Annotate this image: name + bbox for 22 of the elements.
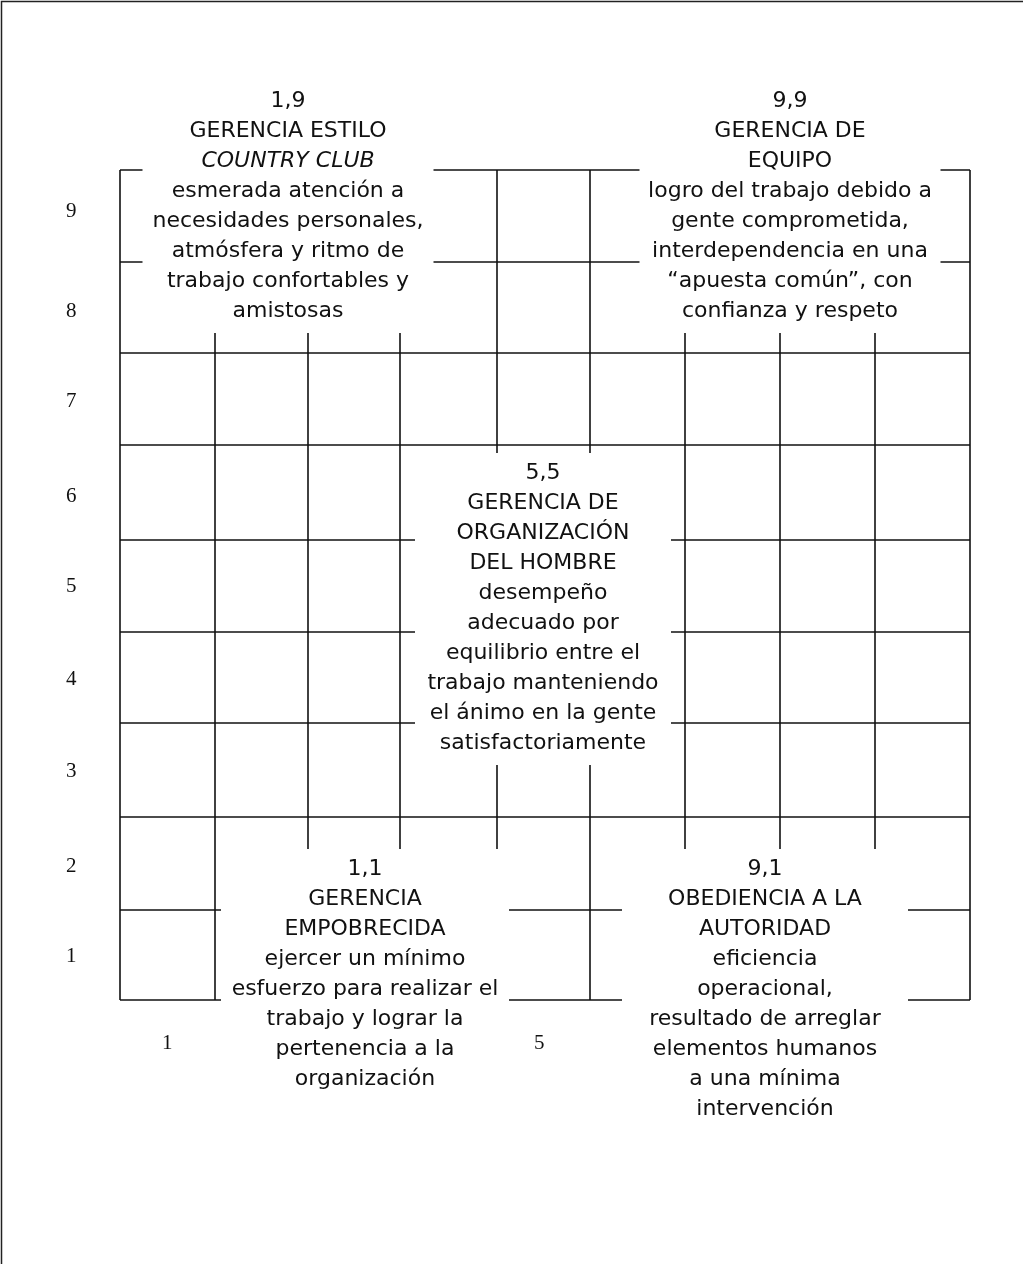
axis-number: 5 [66,573,77,597]
grid-coordinate: 1,1 [346,854,384,882]
style-description: ejercer un mínimo esfuerzo para realizar el trabajo y lograr la pertenencia a la organización [230,944,500,1092]
grid-coordinate: 9,9 [771,86,809,114]
axis-number: 3 [66,758,77,782]
axis-number: 7 [66,388,77,412]
style-description: esmerada atención a necesidades personales, atmósfera y ritmo de trabajo confortables y amistosas [151,176,425,324]
grid-coordinate: 1,9 [269,86,307,114]
style-description: eficiencia operacional, resultado de arreglar elementos humanos a una mínima intervención [648,944,882,1122]
axis-number: 8 [66,298,77,322]
grid-coordinate: 5,5 [524,458,562,486]
axis-number: 2 [66,853,77,877]
axis-number: 1 [66,943,77,967]
style-description: desempeño adecuado por equilibrio entre el trabajo manteniendo el ánimo en la gente satisfactoriamente [427,578,659,756]
axis-number: 1 [162,1030,173,1054]
axis-number: 6 [66,483,77,507]
grid-coordinate: 9,1 [746,854,784,882]
style-description: logro del trabajo debido a gente comprometida, interdependencia en una “apuesta común”, con confianza y respeto [647,176,933,324]
axis-number: 9 [66,198,77,222]
axis-number: 5 [534,1030,545,1054]
axis-number: 4 [66,666,77,690]
style-title: GERENCIA DE EQUIPO [713,116,867,174]
